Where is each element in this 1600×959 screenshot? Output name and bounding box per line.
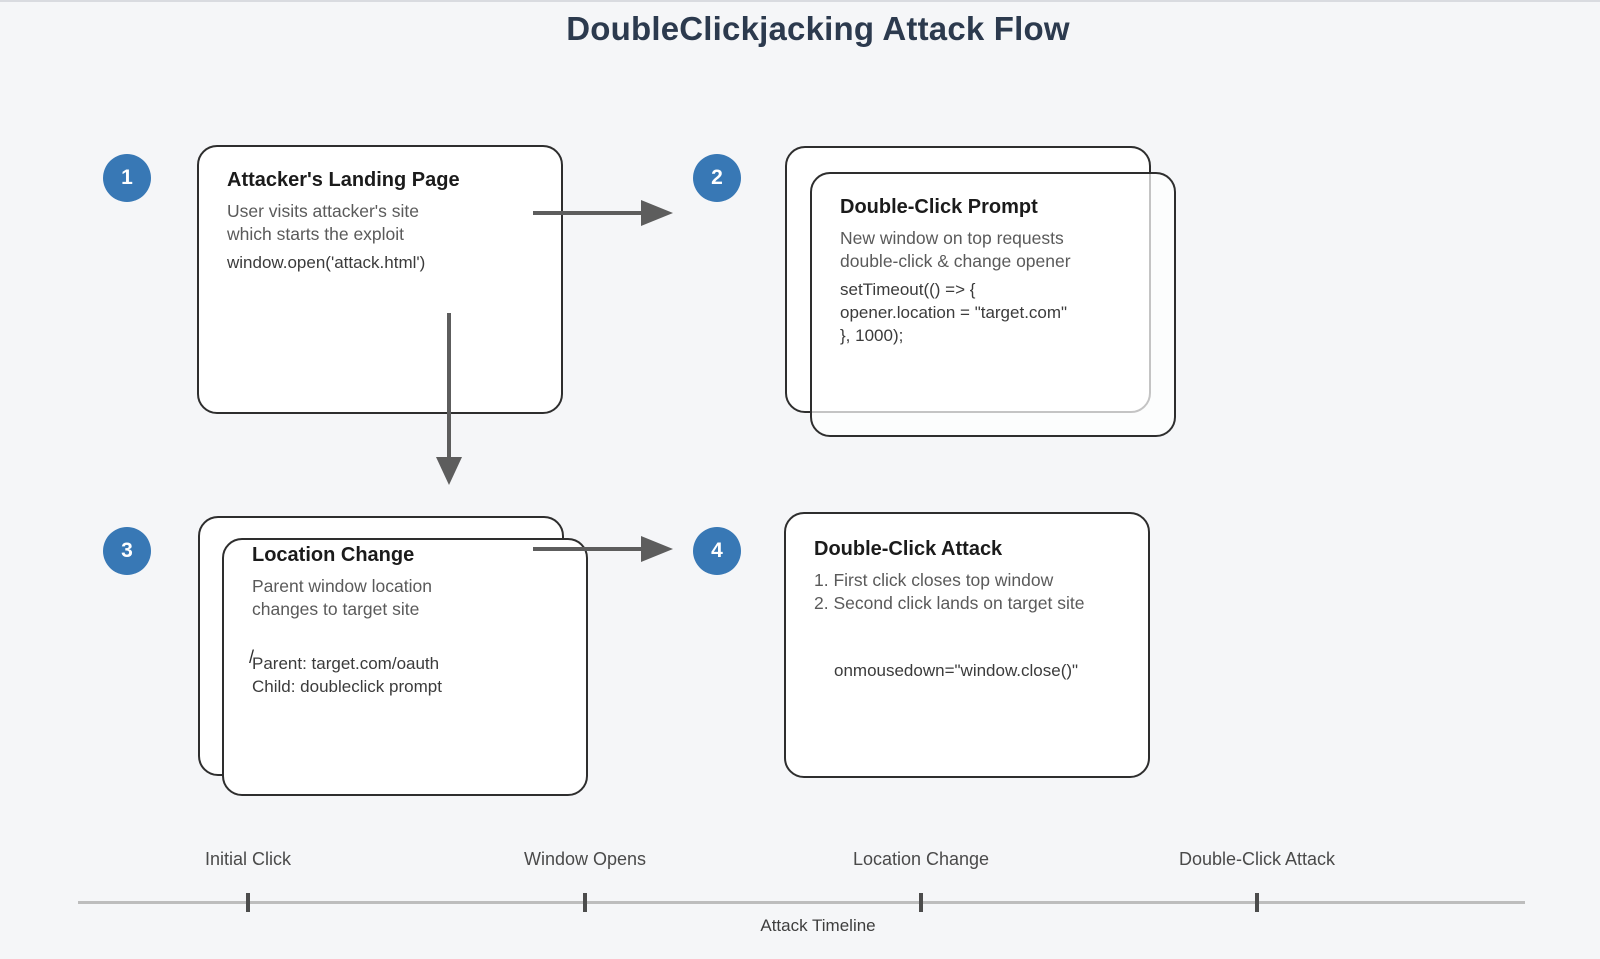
timeline-axis — [78, 901, 1525, 904]
step-4-badge: 4 — [693, 527, 741, 575]
timeline-milestone-label: Double-Click Attack — [1178, 849, 1336, 869]
step-1-code-block: window.open('attack.html') — [227, 251, 535, 274]
step-4-title: Double-Click Attack — [814, 538, 1003, 560]
step-2-code-line: setTimeout(() => { — [840, 280, 976, 299]
step-3-code-line: Child: doubleclick prompt — [252, 677, 442, 696]
step-2-badge: 2 — [693, 154, 741, 202]
step-4-code-line: onmousedown="window.close()" — [834, 661, 1079, 680]
step-3-code-block: /Parent: target.com/oauth Child: doublec… — [249, 647, 560, 698]
diagram-title: DoubleClickjacking Attack Flow — [566, 10, 1070, 47]
timeline-milestone-label: Window Opens — [523, 849, 647, 869]
timeline-milestone-label: Initial Click — [204, 849, 292, 869]
step-3-description-line: changes to target site — [252, 599, 420, 619]
step-4-description-line: 2. Second click lands on target site — [814, 593, 1085, 613]
step-1-description-line: User visits attacker's site — [227, 201, 419, 221]
step-2-code-line: }, 1000); — [840, 326, 904, 345]
step-1-description-line: which starts the exploit — [227, 224, 405, 244]
timeline-milestone-label: Location Change — [852, 849, 990, 869]
slash-artifact: / — [249, 647, 255, 667]
step-4-card: Double-Click Attack 1. First click close… — [784, 512, 1150, 778]
step-1-title: Attacker's Landing Page — [227, 169, 460, 191]
step-1-badge: 1 — [103, 154, 151, 202]
step-2-description-line: New window on top requests — [840, 228, 1064, 248]
step-2-title: Double-Click Prompt — [840, 196, 1038, 218]
timeline-tick — [919, 893, 923, 912]
step-3-card: Location Change Parent window location c… — [222, 538, 588, 796]
step-2-card: Double-Click Prompt New window on top re… — [810, 172, 1176, 437]
top-divider — [0, 0, 1600, 2]
step-2-code-line: opener.location = "target.com" — [840, 303, 1068, 322]
step-2-code-block: setTimeout(() => { opener.location = "ta… — [840, 278, 1148, 347]
step-4-code-block: onmousedown="window.close()" — [834, 659, 1122, 682]
step-3-title: Location Change — [252, 544, 415, 566]
step-3-code-line: /Parent: target.com/oauth — [249, 647, 440, 673]
timeline-tick — [1255, 893, 1259, 912]
step-4-description-line: 1. First click closes top window — [814, 570, 1054, 590]
timeline-caption: Attack Timeline — [760, 916, 876, 935]
timeline-tick — [583, 893, 587, 912]
step-3-description-line: Parent window location — [252, 576, 432, 596]
step-3-badge: 3 — [103, 527, 151, 575]
timeline-tick — [246, 893, 250, 912]
step-2-description-line: double-click & change opener — [840, 251, 1071, 271]
step-1-card: Attacker's Landing Page User visits atta… — [197, 145, 563, 414]
step-1-code-line: window.open('attack.html') — [227, 253, 426, 272]
